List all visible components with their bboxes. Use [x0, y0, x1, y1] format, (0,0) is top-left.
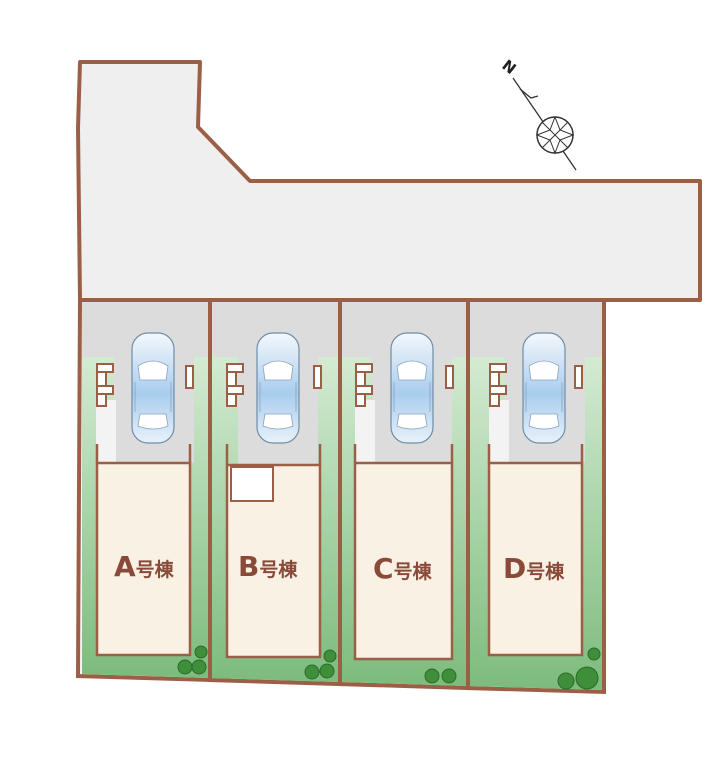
- lot-d-path: [489, 400, 509, 463]
- lot-c-building: [353, 461, 454, 661]
- lot-b-building: [225, 463, 322, 659]
- lot-d-porch: [487, 444, 584, 463]
- lot-b: B号棟: [208, 298, 342, 687]
- lot-b-tree-icon: [304, 664, 320, 680]
- lot-a-car-icon: [131, 332, 175, 444]
- lot-b-post: [313, 365, 322, 389]
- lot-d-post: [574, 365, 583, 389]
- compass: N: [499, 56, 577, 171]
- lot-c-path: [355, 400, 375, 463]
- lot-b-car-icon: [256, 332, 300, 444]
- lot-c-tree-icon: [424, 668, 440, 684]
- lot-a-tree-icon: [191, 659, 207, 675]
- lot-d-building: [487, 461, 584, 657]
- lot-a-tree-icon: [177, 659, 193, 675]
- lot-c-label: C号棟: [373, 552, 433, 585]
- compass-arrow-icon: [519, 88, 539, 99]
- lot-d: D号棟: [466, 298, 606, 695]
- lot-c-tree-icon: [441, 668, 457, 684]
- lot-b-label: B号棟: [238, 550, 298, 583]
- lot-c-car-icon: [390, 332, 434, 444]
- lot-d-label: D号棟: [503, 552, 565, 585]
- lot-d-tree-icon: [575, 666, 599, 690]
- lot-a: A号棟: [75, 298, 212, 683]
- lot-a-post: [185, 365, 194, 389]
- lot-d-tree-icon: [587, 647, 601, 661]
- lot-a-porch: [95, 444, 192, 463]
- lot-c: C号棟: [338, 298, 470, 691]
- lot-d-tree-icon: [557, 672, 575, 690]
- compass-rose-icon: [535, 115, 575, 155]
- lot-c-porch: [353, 444, 454, 463]
- lot-d-car-icon: [522, 332, 566, 444]
- lot-b-tree-icon: [323, 649, 337, 663]
- lot-b-tree-icon: [319, 663, 335, 679]
- lot-b-entrance: [230, 466, 274, 502]
- lot-a-path: [96, 400, 116, 463]
- lot-a-tree-icon: [194, 645, 208, 659]
- compass-north-label: N: [499, 56, 520, 78]
- road: [76, 60, 702, 302]
- lot-b-porch: [225, 444, 322, 465]
- lot-a-building: [95, 461, 192, 657]
- lot-a-label: A号棟: [114, 550, 175, 583]
- lot-c-post: [445, 365, 454, 389]
